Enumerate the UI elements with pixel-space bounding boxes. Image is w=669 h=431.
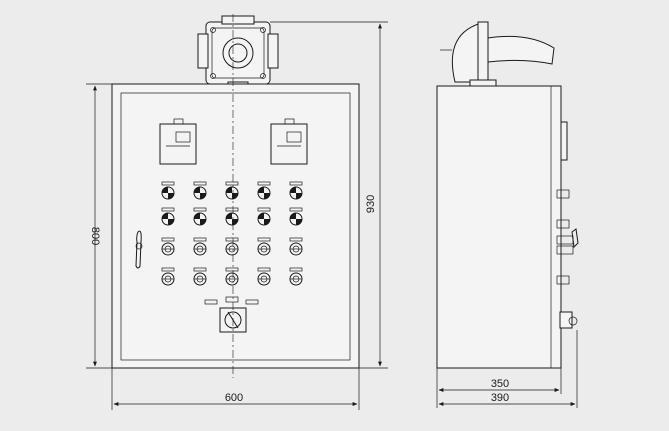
indicator-lamp [225,207,239,226]
indicator-lamp [161,207,175,226]
side-fittings [556,121,579,329]
cabinet-door [120,92,351,361]
push-button [161,267,175,286]
indicator-lamp [289,181,303,200]
dimension-height-800: 800 [86,83,112,369]
push-button [161,237,175,256]
push-button [257,237,271,256]
push-button [225,237,239,256]
control-matrix [161,181,303,286]
indicator-lamp [225,181,239,200]
push-button [193,237,207,256]
label-600: 600 [225,392,243,404]
push-button [225,267,239,286]
push-button [257,267,271,286]
push-button [289,267,303,286]
label-390: 390 [491,392,509,404]
side-cabinet-body [436,85,562,369]
side-view [436,21,579,369]
dimension-height-930: 930 [270,21,388,369]
indicator-lamp [193,181,207,200]
dimension-depth-350: 350 [436,368,562,408]
front-view [111,14,360,378]
push-button [193,267,207,286]
meter-right [270,118,308,165]
door-handle [135,230,143,269]
indicator-lamp [193,207,207,226]
indicator-lamp [257,181,271,200]
side-beacon [440,21,555,87]
label-800: 800 [89,227,101,245]
indicator-lamp [161,181,175,200]
dimension-width-600: 600 [111,368,360,410]
indicator-lamp [257,207,271,226]
label-350: 350 [491,378,509,390]
push-button [289,237,303,256]
indicator-lamp [289,207,303,226]
label-930: 930 [365,195,377,213]
meter-left [159,118,197,165]
dimension-depth-390: 390 [438,330,578,408]
top-junction-box [197,15,279,89]
